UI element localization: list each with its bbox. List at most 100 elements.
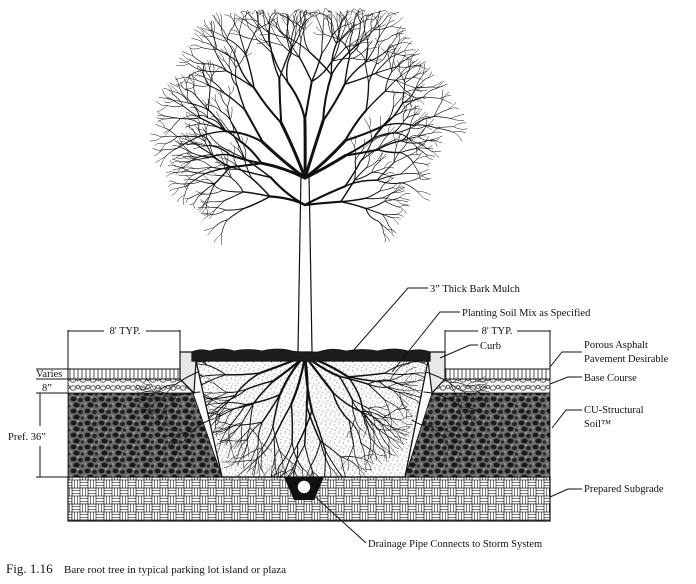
branch-stroke bbox=[225, 408, 234, 422]
branch-stroke bbox=[414, 108, 423, 115]
branch-stroke bbox=[145, 408, 151, 418]
branch-stroke bbox=[418, 173, 431, 179]
branch-stroke bbox=[203, 69, 227, 73]
branch-stroke bbox=[233, 53, 237, 68]
branch-stroke bbox=[368, 63, 377, 84]
branch-stroke bbox=[371, 161, 381, 173]
branch-stroke bbox=[379, 120, 389, 129]
porous-asphalt-right bbox=[444, 368, 551, 380]
base-course-left bbox=[67, 378, 194, 394]
branch-stroke bbox=[164, 100, 175, 104]
branch-stroke bbox=[375, 53, 387, 65]
branch-stroke bbox=[256, 447, 263, 464]
branch-stroke bbox=[340, 16, 347, 25]
branch-stroke bbox=[378, 139, 395, 148]
branch-stroke bbox=[423, 88, 438, 98]
branch-stroke bbox=[396, 60, 400, 71]
branch-stroke bbox=[478, 390, 490, 393]
branch-stroke bbox=[238, 20, 249, 28]
branch-stroke bbox=[236, 85, 246, 111]
branch-stroke bbox=[365, 452, 370, 465]
branch-stroke bbox=[292, 14, 298, 24]
branch-stroke bbox=[206, 174, 218, 176]
branch-stroke bbox=[449, 382, 459, 400]
branch-stroke bbox=[403, 373, 413, 383]
branch-stroke bbox=[410, 114, 416, 128]
branch-stroke bbox=[211, 30, 228, 40]
branch-stroke bbox=[212, 391, 228, 394]
branch-stroke bbox=[344, 160, 362, 188]
branch-stroke bbox=[176, 135, 199, 138]
branch-stroke bbox=[259, 27, 272, 49]
branch-stroke bbox=[268, 25, 272, 49]
branch-stroke bbox=[177, 77, 189, 86]
branch-stroke bbox=[174, 99, 189, 104]
branch-stroke bbox=[411, 77, 424, 81]
branch-stroke bbox=[404, 138, 415, 148]
branch-stroke bbox=[357, 462, 367, 473]
branch-stroke bbox=[182, 105, 201, 119]
branch-stroke bbox=[251, 177, 271, 198]
branch-stroke bbox=[205, 207, 209, 216]
branch-stroke bbox=[188, 63, 205, 71]
branch-stroke bbox=[234, 372, 261, 397]
branch-stroke bbox=[432, 139, 443, 143]
branch-stroke bbox=[424, 140, 433, 144]
branch-stroke bbox=[370, 13, 374, 24]
dim-pref-36: Pref. 36” bbox=[8, 432, 46, 443]
branch-stroke bbox=[366, 160, 378, 169]
branch-stroke bbox=[164, 97, 175, 101]
branch-stroke bbox=[447, 107, 459, 110]
branch-stroke bbox=[270, 47, 280, 80]
branch-stroke bbox=[331, 46, 346, 62]
branch-stroke bbox=[225, 372, 261, 376]
branch-stroke bbox=[400, 362, 411, 368]
branch-stroke bbox=[367, 383, 386, 401]
branch-stroke bbox=[240, 11, 250, 15]
branch-stroke bbox=[178, 136, 199, 148]
branch-stroke bbox=[372, 120, 388, 140]
branch-stroke bbox=[197, 130, 227, 138]
branch-stroke bbox=[292, 467, 295, 477]
branch-stroke bbox=[332, 391, 350, 422]
branch-stroke bbox=[267, 41, 284, 47]
branch-stroke bbox=[453, 426, 461, 430]
branch-stroke bbox=[218, 52, 225, 61]
branch-stroke bbox=[233, 135, 246, 159]
branch-stroke bbox=[446, 396, 466, 399]
branch-stroke bbox=[206, 377, 216, 385]
branch-stroke bbox=[184, 196, 193, 200]
branch-stroke bbox=[193, 104, 199, 112]
branch-stroke bbox=[446, 398, 461, 408]
branch-stroke bbox=[431, 131, 442, 134]
branch-stroke bbox=[394, 209, 403, 215]
branch-stroke bbox=[282, 45, 301, 59]
branch-stroke bbox=[360, 428, 368, 436]
branch-stroke bbox=[465, 390, 479, 397]
branch-stroke bbox=[215, 90, 222, 98]
branch-stroke bbox=[381, 423, 390, 440]
branch-stroke bbox=[178, 92, 189, 104]
branch-stroke bbox=[344, 72, 376, 85]
branch-stroke bbox=[378, 429, 389, 446]
branch-stroke bbox=[139, 406, 150, 409]
branch-stroke bbox=[388, 386, 404, 391]
branch-stroke bbox=[257, 421, 263, 446]
branch-stroke bbox=[330, 20, 337, 44]
branch-stroke bbox=[149, 398, 163, 407]
branch-stroke bbox=[201, 179, 212, 183]
branch-stroke bbox=[209, 135, 224, 149]
branch-stroke bbox=[184, 174, 194, 187]
branch-stroke bbox=[435, 127, 454, 133]
branch-stroke bbox=[289, 19, 305, 30]
branch-stroke bbox=[418, 125, 427, 138]
branch-stroke bbox=[217, 394, 236, 412]
branch-stroke bbox=[392, 133, 397, 147]
branch-stroke bbox=[293, 444, 299, 472]
label-porous-asphalt: Porous Asphalt bbox=[584, 340, 648, 351]
branch-stroke bbox=[235, 56, 244, 68]
branch-stroke bbox=[347, 444, 354, 460]
branch-stroke bbox=[386, 48, 398, 54]
branch-stroke bbox=[369, 127, 372, 143]
branch-stroke bbox=[409, 104, 413, 113]
